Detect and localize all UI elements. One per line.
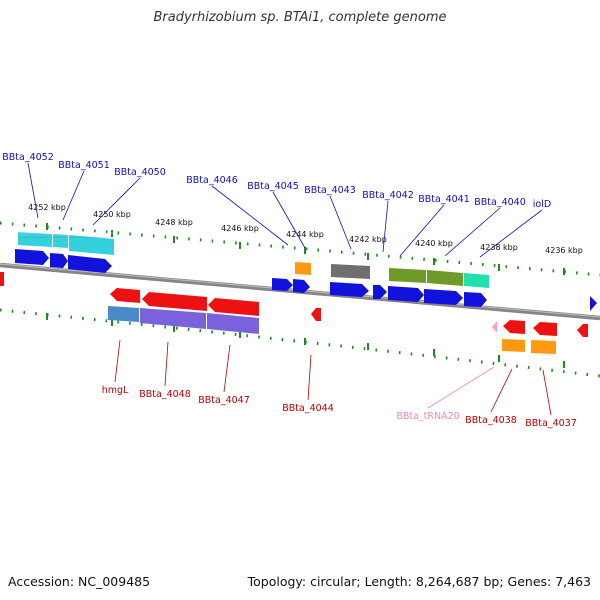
gene-arrow-4048[interactable] [142, 292, 207, 311]
gene-arrow-4046[interactable] [272, 278, 293, 291]
label-leader-line [211, 185, 289, 246]
gene-arrow-4051[interactable] [50, 253, 68, 268]
label-leader-line [329, 195, 352, 250]
gene-label-reverse[interactable]: BBta_4038 [465, 415, 517, 426]
gene-arrow-4050[interactable] [68, 255, 112, 273]
gene-label-forward[interactable]: BBta_4040 [474, 197, 526, 208]
label-leader-line [444, 207, 501, 257]
feature-purple-4048[interactable] [140, 308, 206, 329]
gene-label-forward[interactable]: BBta_4041 [418, 194, 470, 205]
page-title: Bradyrhizobium sp. BTAi1, complete genom… [153, 10, 447, 25]
label-leader-line [62, 170, 85, 221]
gene-arrow-4047[interactable] [208, 298, 259, 316]
feature-gray-4043[interactable] [331, 264, 370, 279]
forward-colored-features [18, 232, 489, 288]
gene-arrow-4038[interactable] [503, 320, 525, 334]
forward-gene-arrows [15, 249, 597, 311]
gene-arrow-4045[interactable] [293, 279, 310, 293]
trna-arrow-tRNA20[interactable] [492, 321, 497, 333]
gene-label-forward[interactable]: BBta_4045 [247, 181, 299, 192]
gene-arrow-iolD[interactable] [464, 292, 487, 307]
gene-label-reverse[interactable]: BBta_4044 [282, 403, 334, 414]
gene-label-reverse[interactable]: BBta_4047 [198, 395, 250, 406]
gene-label-reverse[interactable]: hmgL [102, 385, 129, 396]
gene-arrow-hmgL[interactable] [110, 288, 140, 303]
scale-label: 4244 kbp [286, 230, 324, 239]
gene-label-reverse[interactable]: BBta_tRNA20 [396, 411, 459, 422]
scale-label: 4240 kbp [415, 239, 453, 248]
gene-arrow-4043[interactable] [330, 282, 369, 297]
feature-orange-4045[interactable] [295, 262, 311, 275]
gene-arrow-4040[interactable] [424, 289, 463, 305]
gene-label-forward[interactable]: BBta_4043 [304, 185, 356, 196]
gene-label-forward[interactable]: BBta_4052 [2, 152, 54, 163]
gene-label-forward[interactable]: BBta_4042 [362, 190, 414, 201]
feature-olive-4041[interactable] [427, 270, 463, 286]
scale-label: 4252 kbp [28, 203, 66, 212]
gene-arrow-4042[interactable] [373, 285, 387, 299]
label-leader-line [114, 339, 121, 383]
reverse-major-ticks [46, 313, 565, 368]
scale-label: 4250 kbp [93, 210, 131, 219]
scale-label: 4248 kbp [155, 218, 193, 227]
scale-label: 4242 kbp [349, 235, 387, 244]
gene-label-forward[interactable]: iolD [533, 199, 551, 210]
label-leader-line [490, 368, 513, 413]
reverse-colored-features [108, 306, 556, 354]
footer-accession: Accession: NC_009485 [8, 574, 151, 589]
label-leader-line [223, 344, 231, 393]
gene-arrow-4044[interactable] [311, 308, 321, 321]
label-leader-line [272, 191, 306, 249]
label-leader-line [382, 200, 389, 253]
feature-orange-4037[interactable] [531, 340, 556, 354]
label-leader-line [164, 341, 169, 387]
scale-label: 4246 kbp [221, 224, 259, 233]
gene-label-forward[interactable]: BBta_4046 [186, 175, 238, 186]
gene-arrow-4052[interactable] [15, 249, 49, 265]
feature-purple-4047[interactable] [207, 313, 259, 334]
feature-cyan-4050[interactable] [69, 235, 114, 255]
gene-arrow-4037[interactable] [533, 322, 557, 336]
gene-arrow-4041[interactable] [388, 286, 424, 302]
gene-label-reverse[interactable]: BBta_4048 [139, 389, 191, 400]
label-leader-line [479, 209, 543, 258]
gene-arrow-left-edge[interactable] [0, 272, 4, 286]
footer-stats: Topology: circular; Length: 8,264,687 bp… [247, 574, 591, 589]
gene-label-reverse[interactable]: BBta_4037 [525, 418, 577, 429]
gene-label-forward[interactable]: BBta_4050 [114, 167, 166, 178]
gene-label-forward[interactable]: BBta_4051 [58, 160, 110, 171]
feature-teal-4040[interactable] [464, 273, 489, 288]
gene-arrow-edge-right[interactable] [590, 296, 597, 311]
label-leader-line [427, 366, 495, 409]
scale-label: 4238 kbp [480, 243, 518, 252]
reverse-gene-arrows [0, 272, 588, 337]
label-leader-line [542, 369, 552, 416]
gene-arrow-right-edge[interactable] [577, 324, 588, 337]
feature-orange-4038[interactable] [502, 339, 525, 352]
label-leader-line [399, 204, 445, 257]
feature-steelblue-hmgL[interactable] [108, 306, 139, 322]
scale-label: 4236 kbp [545, 246, 583, 255]
label-leader-line [92, 177, 141, 226]
label-leader-line [307, 354, 312, 401]
label-leader-line [27, 162, 39, 219]
feature-olive-4042[interactable] [389, 268, 426, 283]
